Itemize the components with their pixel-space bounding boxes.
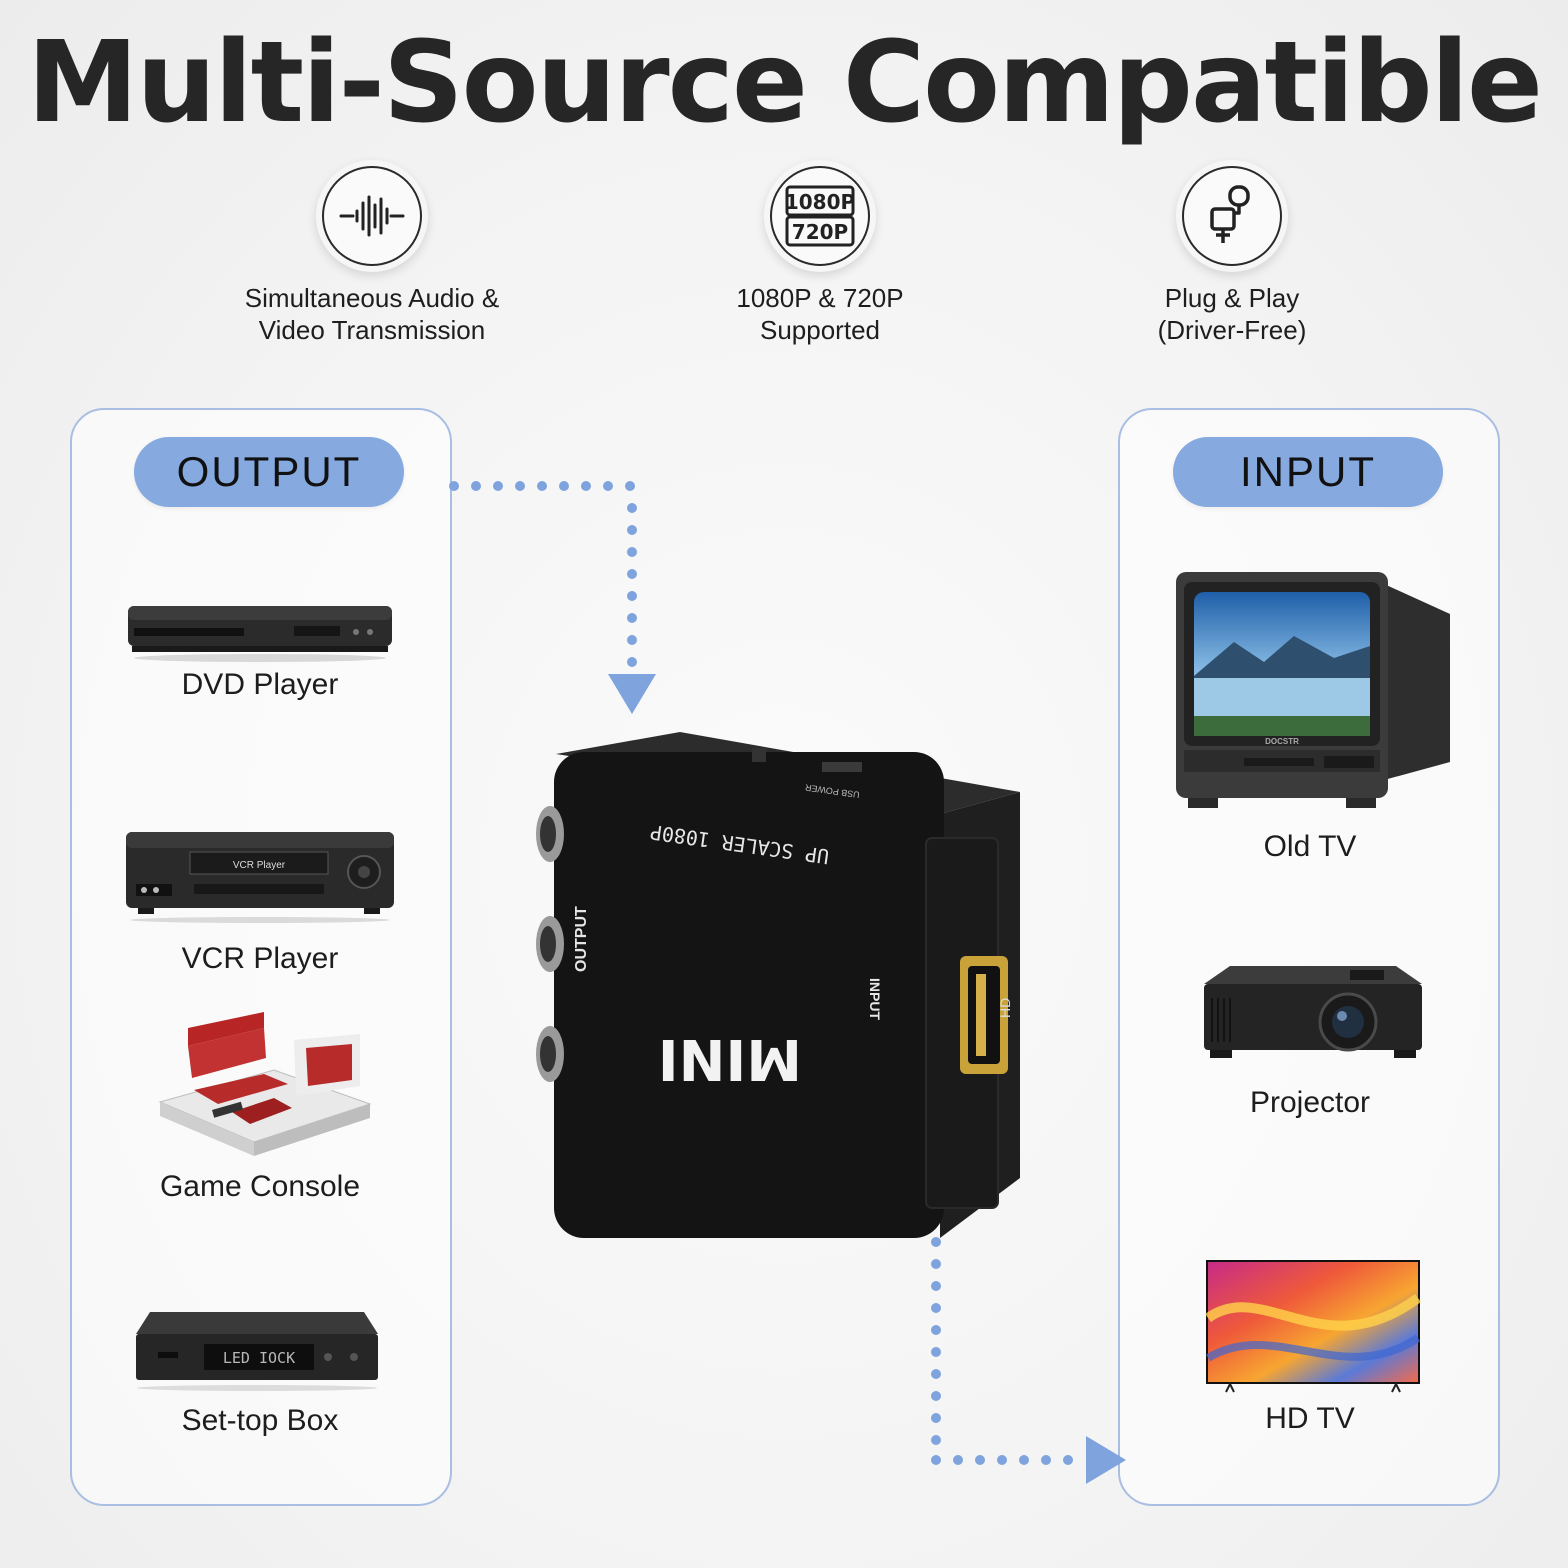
- feature-caption-line: (Driver-Free): [1157, 315, 1307, 345]
- feature-caption-line: Supported: [760, 315, 880, 345]
- stb-display-text: LED IOCK: [223, 1349, 295, 1367]
- feature-resolution: 1080P 720P 1080P & 720P Supported: [660, 160, 980, 346]
- feature-caption: 1080P & 720P Supported: [660, 282, 980, 346]
- output-item-set-top-box: Set-top Box: [110, 1404, 410, 1438]
- tv-brand-text: DOCSTR: [1265, 737, 1299, 746]
- output-item-dvd: DVD Player: [110, 668, 410, 702]
- hd-tv-image: [1204, 1258, 1422, 1396]
- badge-720p-text: 720P: [792, 220, 848, 244]
- feature-caption: Plug & Play (Driver-Free): [1072, 282, 1392, 346]
- input-port-text: INPUT: [867, 978, 883, 1020]
- badge-1080p-text: 1080P: [785, 190, 855, 214]
- projector-image: [1200, 962, 1426, 1072]
- item-label: Projector: [1249, 1086, 1371, 1119]
- feature-plug-play: Plug & Play (Driver-Free): [1072, 160, 1392, 346]
- set-top-box-image: LED IOCK: [132, 1308, 382, 1394]
- feature-caption: Simultaneous Audio & Video Transmission: [212, 282, 532, 346]
- item-label: VCR Player: [181, 942, 339, 975]
- feature-caption-line: 1080P & 720P: [736, 283, 904, 313]
- feature-caption-line: Simultaneous Audio &: [244, 283, 500, 313]
- output-port-text: OUTPUT: [573, 906, 590, 972]
- game-console-image: [154, 1006, 374, 1162]
- output-item-game-console: Game Console: [110, 1170, 410, 1204]
- arrow-right-icon: [1086, 1436, 1126, 1484]
- feature-audio-video: Simultaneous Audio & Video Transmission: [212, 160, 532, 346]
- output-label: OUTPUT: [134, 437, 404, 507]
- feature-caption-line: Video Transmission: [258, 315, 486, 345]
- feature-caption-line: Plug & Play: [1164, 283, 1300, 313]
- mini-brand-text: MINI: [658, 1026, 802, 1091]
- output-item-vcr: VCR Player: [110, 942, 410, 976]
- feature-badge: 1080P 720P: [764, 160, 876, 272]
- input-item-old-tv: Old TV: [1160, 830, 1460, 864]
- item-label: Set-top Box: [181, 1404, 339, 1437]
- item-label: Game Console: [159, 1170, 361, 1203]
- feature-badge: [316, 160, 428, 272]
- page-title: Multi-Source Compatible: [27, 18, 1543, 148]
- input-item-hd-tv: HD TV: [1160, 1402, 1460, 1436]
- arrow-down-icon: [608, 674, 656, 714]
- dvd-player-image: [126, 602, 394, 664]
- item-label: DVD Player: [181, 668, 339, 701]
- plug-icon: [1182, 166, 1282, 266]
- vcr-label-text: VCR Player: [233, 860, 286, 871]
- vcr-player-image: VCR Player: [124, 828, 396, 924]
- old-tv-image: DOCSTR: [1174, 566, 1454, 814]
- converter-device-image: HD UP SCALER 1080P OUTPUT INPUT MINI USB…: [520, 728, 1040, 1248]
- sound-wave-icon: [322, 166, 422, 266]
- item-label: HD TV: [1265, 1402, 1355, 1435]
- feature-badge: [1176, 160, 1288, 272]
- hd-port-text: HD: [997, 998, 1013, 1018]
- input-label: INPUT: [1173, 437, 1443, 507]
- input-item-projector: Projector: [1160, 1086, 1460, 1120]
- resolution-icon: 1080P 720P: [770, 166, 870, 266]
- item-label: Old TV: [1263, 830, 1357, 863]
